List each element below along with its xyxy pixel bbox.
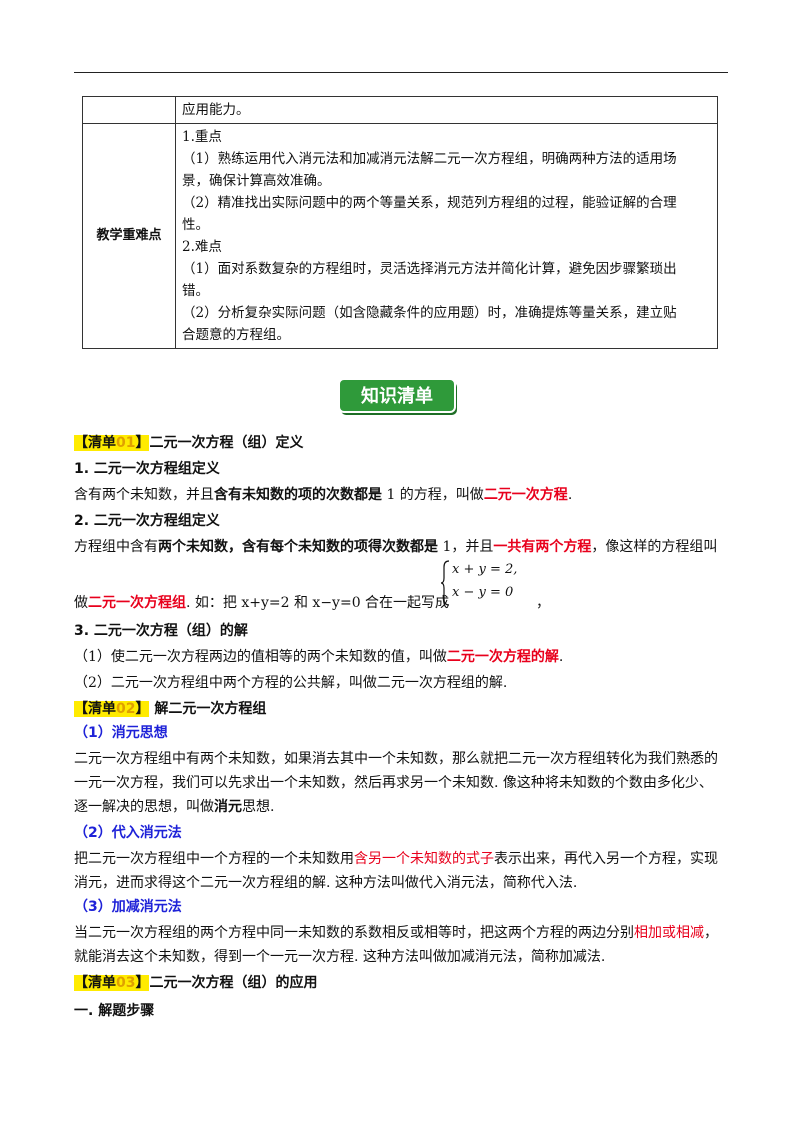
cell-line: 错。	[182, 283, 209, 299]
objectives-table: 应用能力。 教学重难点 1.重点 （1）熟练运用代入消元法和加减消元法解二元一次…	[82, 96, 718, 349]
cell-line: 景，确保计算高效准确。	[182, 173, 331, 189]
paragraph: （2）二元一次方程组中两个方程的公共解，叫做二元一次方程组的解.	[74, 675, 508, 691]
section-title: 二元一次方程（组）的应用	[149, 975, 318, 991]
list-tag: 【清单03】	[74, 975, 150, 991]
paragraph: 一元一次方程，我们可以先求出一个未知数，然后再求另一个未知数. 像这种将未知数的…	[74, 775, 713, 791]
table-row: 教学重难点 1.重点 （1）熟练运用代入消元法和加减消元法解二元一次方程组，明确…	[82, 123, 718, 349]
paragraph: 做二元一次方程组. 如：把 x+y=2 和 x−y=0 合在一起写成	[74, 595, 450, 611]
cell-line: （1）面对系数复杂的方程组时，灵活选择消元方法并简化计算，避免因步骤繁琐出	[182, 261, 677, 277]
subheading: 一. 解题步骤	[74, 1003, 155, 1019]
subheading: 2. 二元一次方程组定义	[74, 513, 220, 529]
comma: ，	[536, 595, 550, 611]
paragraph: 逐一解决的思想，叫做消元思想.	[74, 799, 275, 815]
subheading: （3）加减消元法	[74, 899, 182, 915]
cell-line: 性。	[182, 217, 209, 233]
paragraph: 把二元一次方程组中一个方程的一个未知数用含另一个未知数的式子表示出来，再代入另一…	[74, 851, 718, 867]
cell-line: （1）熟练运用代入消元法和加减消元法解二元一次方程组，明确两种方法的适用场	[182, 151, 677, 167]
list-tag: 【清单02】	[74, 701, 150, 717]
paragraph: （1）使二元一次方程两边的值相等的两个未知数的值，叫做二元一次方程的解.	[74, 649, 564, 665]
list-tag: 【清单01】	[74, 435, 150, 451]
banner-plate	[338, 378, 456, 413]
equation-1: x + y = 2,	[452, 562, 518, 577]
paragraph: 当二元一次方程组的两个方程中同一未知数的系数相反或相等时，把这两个方程的两边分别…	[74, 925, 718, 941]
cell-line: 1.重点	[182, 129, 222, 145]
banner-text: 知识清单	[361, 385, 433, 407]
cell-line: 2.难点	[182, 239, 222, 255]
paragraph: 方程组中含有两个未知数，含有每个未知数的项得次数都是 1，并且一共有两个方程，像…	[74, 539, 718, 555]
paragraph: 就能消去这个未知数，得到一个一元一次方程. 这种方法叫做加减消元法，简称加减法.	[74, 949, 606, 965]
subheading: （1）消元思想	[74, 725, 168, 741]
subheading: 1. 二元一次方程组定义	[74, 461, 220, 477]
subheading: 3. 二元一次方程（组）的解	[74, 623, 248, 639]
paragraph: 含有两个未知数，并且含有未知数的项的次数都是 1 的方程，叫做二元一次方程.	[74, 487, 573, 503]
subheading: （2）代入消元法	[74, 825, 182, 841]
cell-line: （2）分析复杂实际问题（如含隐藏条件的应用题）时，准确提炼等量关系，建立贴	[182, 305, 677, 321]
section-heading: 【清单03】二元一次方程（组）的应用	[74, 972, 734, 994]
equation-2: x − y = 0	[452, 585, 514, 600]
table-row-label: 教学重难点	[82, 123, 176, 349]
section-heading: 【清单02】 解二元一次方程组	[74, 698, 734, 720]
section-title: 解二元一次方程组	[149, 701, 267, 717]
section-title: 二元一次方程（组）定义	[149, 435, 304, 451]
knowledge-list-banner: 知识清单	[338, 378, 460, 418]
cell-line: （2）精准找出实际问题中的两个等量关系，规范列方程组的过程，能验证解的合理	[182, 195, 677, 211]
paragraph: 二元一次方程组中有两个未知数，如果消去其中一个未知数，那么就把二元一次方程组转化…	[74, 751, 718, 767]
table-empty-cell	[82, 96, 176, 124]
section-heading: 【清单01】二元一次方程（组）定义	[74, 432, 734, 454]
paragraph: 消元，进而求得这个二元一次方程组的解. 这种方法叫做代入消元法，简称代入法.	[74, 875, 578, 891]
table-cell: 应用能力。	[175, 96, 718, 124]
cell-line: 合题意的方程组。	[182, 327, 290, 343]
table-row: 应用能力。	[82, 96, 718, 124]
left-brace-icon	[440, 560, 450, 606]
table-cell: 1.重点 （1）熟练运用代入消元法和加减消元法解二元一次方程组，明确两种方法的适…	[175, 123, 718, 349]
cell-text: 应用能力。	[182, 102, 250, 118]
equation-system: x + y = 2, x − y = 0	[440, 560, 530, 608]
header-rule	[74, 72, 728, 73]
